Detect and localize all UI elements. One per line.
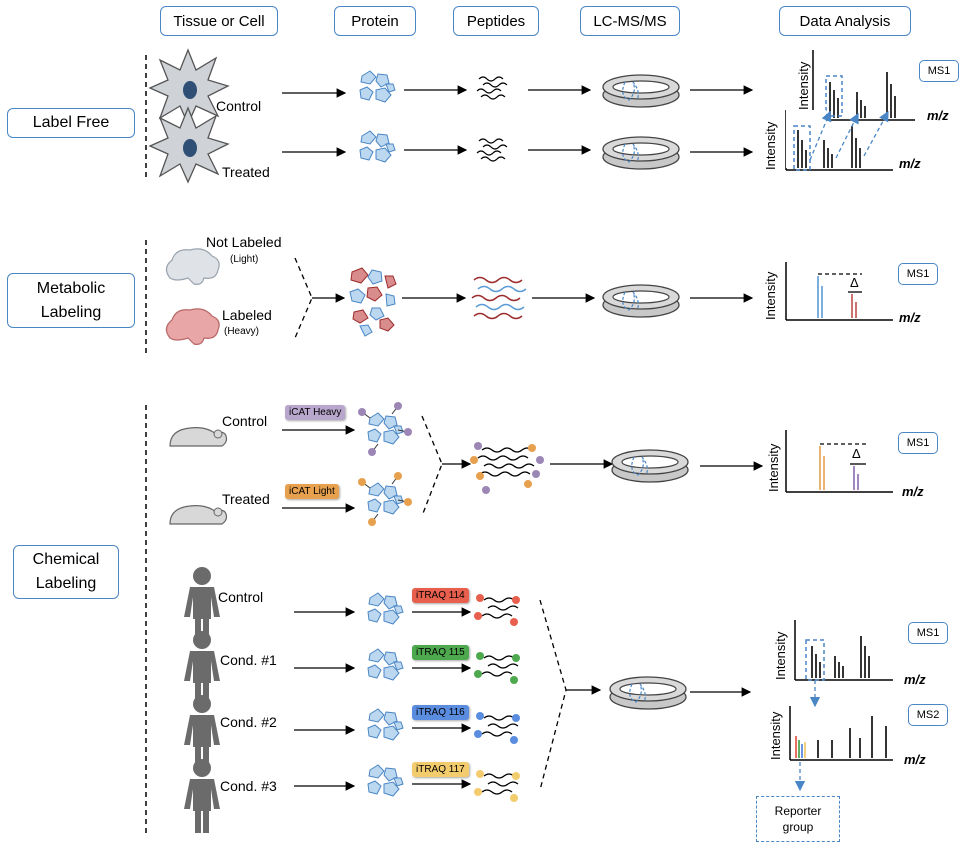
intensity-axis-label: Intensity bbox=[766, 443, 781, 492]
itraq-cond2-label: Cond. #2 bbox=[220, 714, 277, 730]
label-free-control: Control bbox=[216, 98, 262, 114]
intensity-axis-label: Intensity bbox=[768, 711, 783, 760]
heavy-label: (Heavy) bbox=[224, 326, 260, 337]
ms1-badge-icat: MS1 bbox=[898, 432, 938, 454]
intensity-axis-label: Intensity bbox=[763, 121, 778, 170]
intensity-axis-label: Intensity bbox=[796, 61, 811, 110]
itraq-control-label: Control bbox=[218, 589, 264, 605]
mz-axis-label: m/z bbox=[902, 484, 924, 499]
delta-label: Δ bbox=[850, 275, 859, 290]
header-data-analysis: Data Analysis bbox=[779, 6, 911, 36]
itraq-116-tag: iTRAQ 116 bbox=[412, 705, 469, 720]
method-chemical-line2: Labeling bbox=[35, 575, 97, 592]
method-label-free: Label Free bbox=[7, 108, 135, 138]
itraq-114-tag: iTRAQ 114 bbox=[412, 588, 469, 603]
header-protein: Protein bbox=[334, 6, 416, 36]
ms1-badge-itraq: MS1 bbox=[908, 622, 948, 644]
delta-label: Δ bbox=[852, 446, 861, 461]
method-chemical-line1: Chemical bbox=[32, 551, 100, 568]
reporter-group-box: Reporter group bbox=[756, 796, 840, 842]
mz-axis-label: m/z bbox=[904, 672, 926, 687]
label-free-treated: Treated bbox=[222, 164, 270, 180]
mz-axis-label: m/z bbox=[899, 156, 921, 171]
header-tissue-or-cell: Tissue or Cell bbox=[160, 6, 278, 36]
labeled-label: Labeled bbox=[222, 307, 272, 323]
mz-axis-label: m/z bbox=[927, 108, 949, 123]
ms1-badge-label-free: MS1 bbox=[919, 60, 959, 82]
light-label: (Light) bbox=[230, 254, 259, 265]
icat-treated-label: Treated bbox=[222, 491, 270, 507]
intensity-axis-label: Intensity bbox=[773, 631, 788, 680]
intensity-axis-label: Intensity bbox=[763, 271, 778, 320]
itraq-cond3-label: Cond. #3 bbox=[220, 778, 277, 794]
not-labeled-label: Not Labeled bbox=[206, 234, 282, 250]
header-lc-ms-ms: LC-MS/MS bbox=[580, 6, 680, 36]
ms1-badge-metabolic: MS1 bbox=[898, 263, 938, 285]
reporter-line2: group bbox=[782, 820, 814, 834]
mz-axis-label: m/z bbox=[899, 310, 921, 325]
icat-control-label: Control bbox=[222, 413, 268, 429]
icat-light-tag: iCAT Light bbox=[285, 484, 339, 499]
method-label-free-text: Label Free bbox=[32, 114, 110, 131]
method-metabolic-line1: Metabolic bbox=[36, 279, 106, 297]
ms2-badge-itraq: MS2 bbox=[908, 704, 948, 726]
itraq-115-tag: iTRAQ 115 bbox=[412, 645, 469, 660]
reporter-line1: Reporter bbox=[774, 804, 822, 818]
itraq-117-tag: iTRAQ 117 bbox=[412, 762, 469, 777]
itraq-cond1-label: Cond. #1 bbox=[220, 652, 277, 668]
method-metabolic-line2: Labeling bbox=[40, 303, 102, 321]
header-peptides: Peptides bbox=[453, 6, 539, 36]
mz-axis-label: m/z bbox=[904, 752, 926, 767]
method-chemical-labeling: Chemical Labeling bbox=[13, 545, 119, 599]
icat-heavy-tag: iCAT Heavy bbox=[285, 405, 346, 420]
method-metabolic-labeling: Metabolic Labeling bbox=[7, 273, 135, 328]
